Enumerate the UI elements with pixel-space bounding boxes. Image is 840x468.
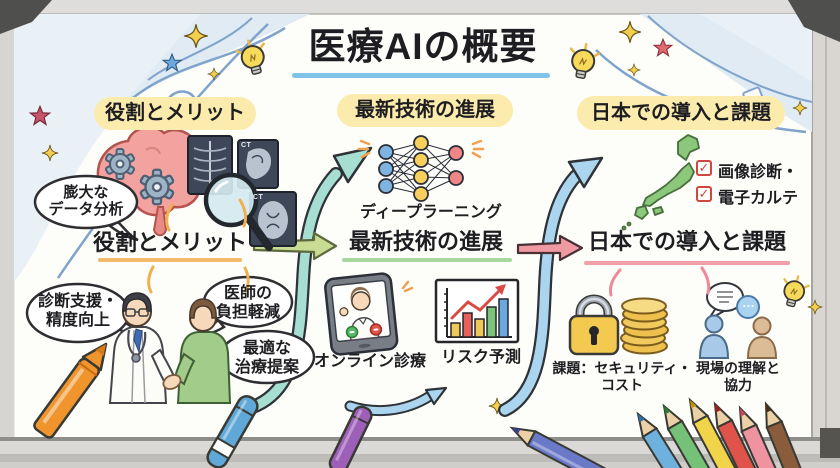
people-illustration xyxy=(698,282,778,359)
caption-online-care: オンライン診療 xyxy=(314,353,427,370)
caption-risk-prediction: リスク予測 xyxy=(440,349,521,366)
page-title: 医療AIの概要 xyxy=(308,26,538,67)
checklist-item-imaging: ✓ 画像診断・ xyxy=(696,158,798,182)
ct-label: CT xyxy=(253,194,264,201)
bubble-line: 治療提案 xyxy=(234,359,299,376)
bubble-doctor-burden: 医師の 負担軽減 xyxy=(204,284,292,322)
caption-line: 現場の理解と xyxy=(696,360,780,376)
gear-icon xyxy=(104,148,136,180)
caption-deep-learning: ディープラーニング xyxy=(360,204,502,221)
lock-illustration xyxy=(568,294,620,356)
checkbox-icon: ✓ xyxy=(696,160,712,176)
checklist-label: 画像診断・ xyxy=(718,164,799,181)
caption-line: コスト xyxy=(601,377,643,393)
bubble-line: 負担軽減 xyxy=(215,304,280,321)
emphasis-marks xyxy=(147,139,711,297)
flow-underline-roles xyxy=(98,258,242,262)
bubble-optimal-treatment: 最適な 治療提案 xyxy=(219,339,315,377)
bubble-data-analysis: 膨大な データ分析 xyxy=(38,184,134,218)
blue-pencil xyxy=(509,426,618,468)
bubble-line: 最適な xyxy=(242,340,291,357)
checklist-label: 電子カルテ xyxy=(718,190,799,207)
orange-crayon xyxy=(33,342,108,439)
bubble-line: 診断支援・ xyxy=(37,293,118,310)
blue-marker xyxy=(206,395,259,468)
chat-dots: … xyxy=(742,295,755,310)
flow-underline-tech xyxy=(342,258,512,262)
coins-illustration xyxy=(620,297,669,355)
purple-marker xyxy=(328,405,373,468)
header-japan: 日本での導入と課題 xyxy=(577,96,785,130)
header-tech: 最新技術の進展 xyxy=(337,94,513,127)
caption-line: 協力 xyxy=(724,377,752,393)
flow-label-japan: 日本での導入と課題 xyxy=(587,229,786,254)
checkbox-icon: ✓ xyxy=(696,186,712,202)
xray-images-illustration xyxy=(187,135,297,251)
tablet-illustration xyxy=(324,272,399,356)
bubble-line: データ分析 xyxy=(48,200,124,218)
gear-icon xyxy=(139,168,175,206)
neural-network-illustration xyxy=(378,135,464,202)
chat-bubble-icon xyxy=(736,295,760,319)
bubble-line: 精度向上 xyxy=(45,312,110,329)
flow-label-roles: 役割とメリット xyxy=(92,230,247,255)
bubble-line: 膨大な xyxy=(63,184,109,201)
magnifier-icon xyxy=(203,172,273,251)
chat-lines-icon xyxy=(717,291,733,303)
ct-label: CT xyxy=(241,142,252,149)
checklist-item-ehr: ✓ 電子カルテ xyxy=(696,184,798,208)
frame-corner-clips xyxy=(0,0,840,42)
doctor-patient-illustration xyxy=(108,292,232,404)
glasses-icon xyxy=(125,308,149,317)
curved-arrow-to-japan xyxy=(498,156,604,417)
colored-pencils xyxy=(636,397,814,468)
bubble-line: 医師の xyxy=(223,285,272,302)
bubble-diagnosis-support: 診断支援・ 精度向上 xyxy=(26,292,130,330)
japan-map-illustration xyxy=(621,134,700,231)
flow-label-tech: 最新技術の進展 xyxy=(348,229,503,254)
caption-line: 課題：セキュリティ・ xyxy=(552,360,692,376)
caption-adoption: 現場の理解と 協力 xyxy=(686,360,790,394)
caption-issues: 課題：セキュリティ・ コスト xyxy=(549,360,695,394)
title-underline xyxy=(292,73,550,78)
header-roles: 役割とメリット xyxy=(94,97,256,130)
flow-arrow-tech-to-japan xyxy=(516,234,584,262)
flow-underline-japan xyxy=(584,261,790,265)
risk-chart-illustration xyxy=(434,278,520,344)
